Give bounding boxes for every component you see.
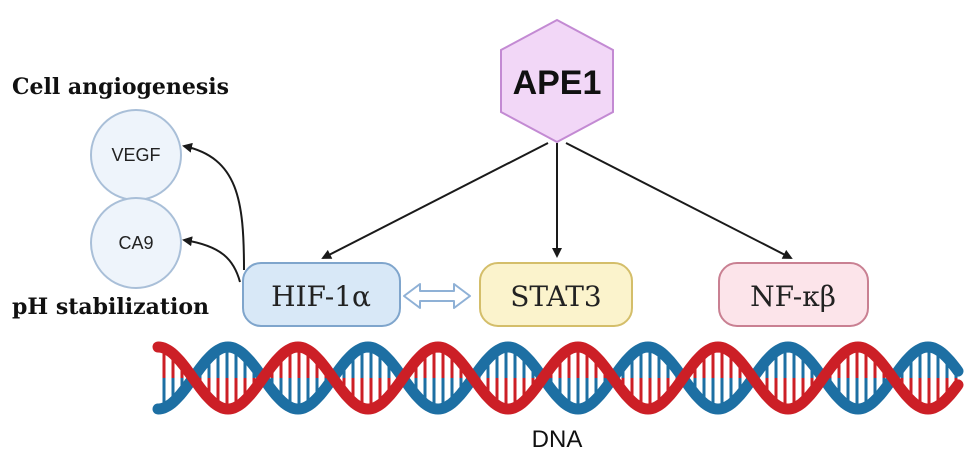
- ape1-to-nfkb-arrow: [565, 142, 793, 259]
- hif-node: HIF-1α: [242, 262, 401, 327]
- ape1-node: APE1: [500, 18, 614, 144]
- nfkb-node: NF-κβ: [718, 262, 869, 327]
- dna-label: DNA: [532, 426, 583, 453]
- cell-angiogenesis-label: Cell angiogenesis: [12, 74, 229, 100]
- stat3-node: STAT3: [479, 262, 633, 327]
- nfkb-box: [718, 262, 869, 327]
- ape1-label: APE1: [513, 64, 602, 102]
- dna-helix: [152, 341, 964, 415]
- hif-to-ca9-arrow: [182, 236, 241, 283]
- ca9-node: CA9: [90, 197, 182, 289]
- hif-to-vegf-arrow: [182, 142, 245, 271]
- ape1-to-hif-arrow: [321, 142, 549, 259]
- bidirectional-arrow: [403, 283, 471, 309]
- vegf-node: VEGF: [90, 109, 182, 201]
- hif-box: [242, 262, 401, 327]
- ca9-circle: [90, 197, 182, 289]
- hif-label: HIF-1α: [271, 280, 371, 313]
- stat3-label: STAT3: [510, 280, 602, 313]
- ph-stabilization-label: pH stabilization: [12, 294, 209, 320]
- dna-strand-red: [152, 341, 964, 415]
- ape1-hexagon: [500, 18, 614, 144]
- stat3-box: [479, 262, 633, 327]
- ca9-label: CA9: [118, 233, 153, 253]
- nfkb-label: NF-κβ: [750, 280, 836, 313]
- vegf-label: VEGF: [111, 145, 160, 165]
